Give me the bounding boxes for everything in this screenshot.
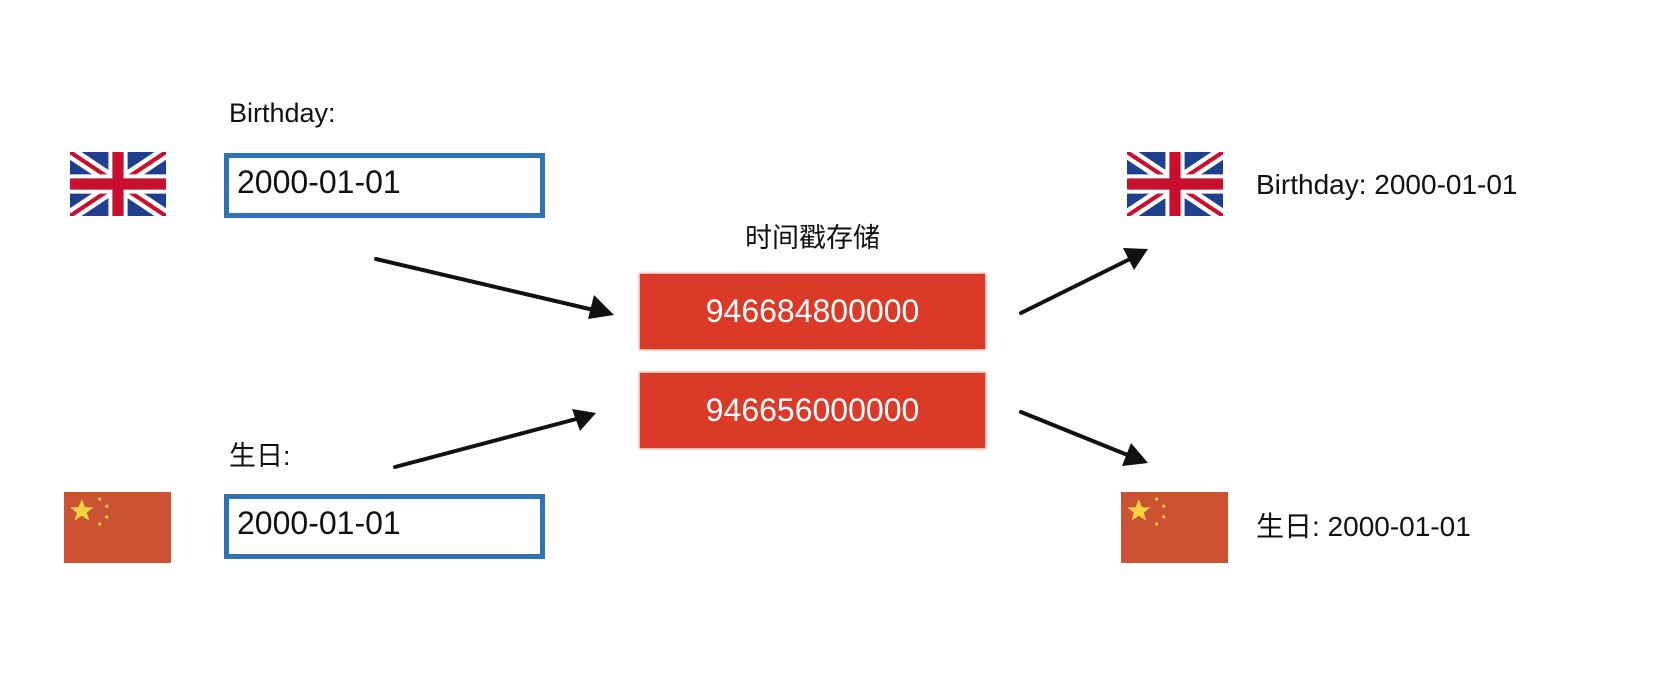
- arrowhead-icon: [588, 295, 614, 319]
- cn-birthday-output: 生日: 2000-01-01: [1256, 511, 1471, 542]
- arrow-cn-to-timestamp: [393, 416, 582, 469]
- timestamp-box-cn: 946656000000: [640, 373, 985, 448]
- uk-birthday-output: Birthday: 2000-01-01: [1256, 169, 1518, 200]
- uk-flag-icon: [1127, 152, 1223, 216]
- uk-birthday-input[interactable]: 2000-01-01: [224, 153, 545, 218]
- cn-birthday-input[interactable]: 2000-01-01: [224, 494, 545, 559]
- arrow-uk-to-timestamp: [374, 257, 600, 313]
- uk-birthday-label: Birthday:: [229, 98, 336, 128]
- arrow-timestamp-to-uk: [1019, 257, 1132, 315]
- timestamp-box-uk: 946684800000: [640, 274, 985, 349]
- cn-birthday-label: 生日:: [229, 441, 291, 471]
- china-flag-icon: [64, 492, 171, 563]
- uk-flag-icon: [70, 152, 166, 216]
- storage-caption: 时间戳存储: [745, 223, 880, 253]
- arrow-timestamp-to-cn: [1019, 410, 1132, 458]
- arrowhead-icon: [572, 409, 596, 431]
- arrowhead-icon: [1122, 443, 1148, 466]
- arrowhead-icon: [1123, 248, 1148, 270]
- china-flag-icon: [1121, 492, 1228, 563]
